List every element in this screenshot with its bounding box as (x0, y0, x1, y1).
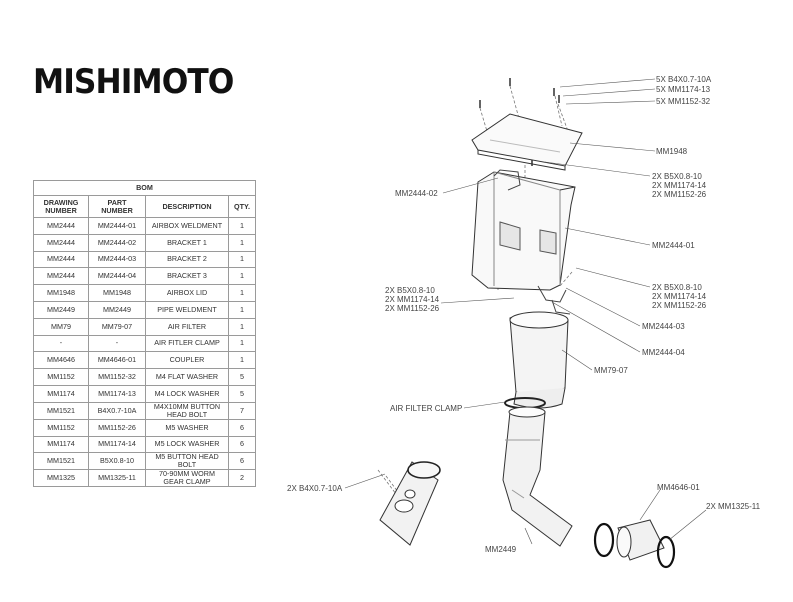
callout-pipe-bolts: 2X B4X0.7-10A (287, 484, 343, 493)
callout-bracket1: MM2444-02 (395, 189, 438, 198)
callout-airbox: MM2444-01 (652, 241, 695, 250)
bom-header-drawing-number: DRAWING NUMBER (33, 195, 89, 218)
bom-table: BOM DRAWING NUMBER PART NUMBER DESCRIPTI… (33, 180, 256, 488)
bom-cell-qty: 1 (228, 317, 256, 336)
callout-left-bolts: 2X B5X0.8-10 (385, 286, 435, 295)
callout-pipe: MM2449 (485, 545, 517, 554)
brand-logo: MISHIMOTO (33, 62, 234, 102)
callout-coupler: MM4646-01 (657, 483, 700, 492)
callout-bracket3: MM2444-04 (642, 348, 685, 357)
callout-lid-flat-washers: 5X MM1152-32 (656, 97, 711, 106)
callout-bracket2: MM2444-03 (642, 322, 685, 331)
bom-cell-drawing-number: MM1521 (33, 401, 89, 420)
bom-header-qty: QTY. (228, 195, 256, 218)
callout-right-lock-washers: 2X MM1174-14 (652, 292, 707, 301)
bom-cell-qty: 1 (228, 250, 256, 269)
bom-header-part-number: PART NUMBER (88, 195, 146, 218)
callout-lid-lock-washers: 5X MM1174-13 (656, 85, 711, 94)
bom-cell-description: 70-90MM WORM GEAR CLAMP (145, 469, 229, 488)
callout-left-lock-washers: 2X MM1174-14 (385, 295, 440, 304)
callout-upper-bolts: 2X B5X0.8-10 (652, 172, 702, 181)
callout-lid-bolts: 5X B4X0.7-10A (656, 75, 712, 84)
callout-upper-lock-washers: 2X MM1174-14 (652, 181, 707, 190)
callout-right-bolts: 2X B5X0.8-10 (652, 283, 702, 292)
callout-right-washers: 2X MM1152-26 (652, 301, 707, 310)
callout-lid: MM1948 (656, 147, 688, 156)
callout-left-washers: 2X MM1152-26 (385, 304, 440, 313)
bom-cell-qty: 2 (228, 469, 256, 488)
bom-cell-qty: 7 (228, 401, 256, 420)
bom-header-description: DESCRIPTION (145, 195, 229, 218)
bom-cell-qty: 1 (228, 284, 256, 302)
callout-worm-clamps: 2X MM1325-11 (706, 502, 761, 511)
callout-upper-washers: 2X MM1152-26 (652, 190, 707, 199)
callout-filter-clamp: AIR FILTER CLAMP (390, 404, 462, 413)
callout-filter: MM79-07 (594, 366, 628, 375)
